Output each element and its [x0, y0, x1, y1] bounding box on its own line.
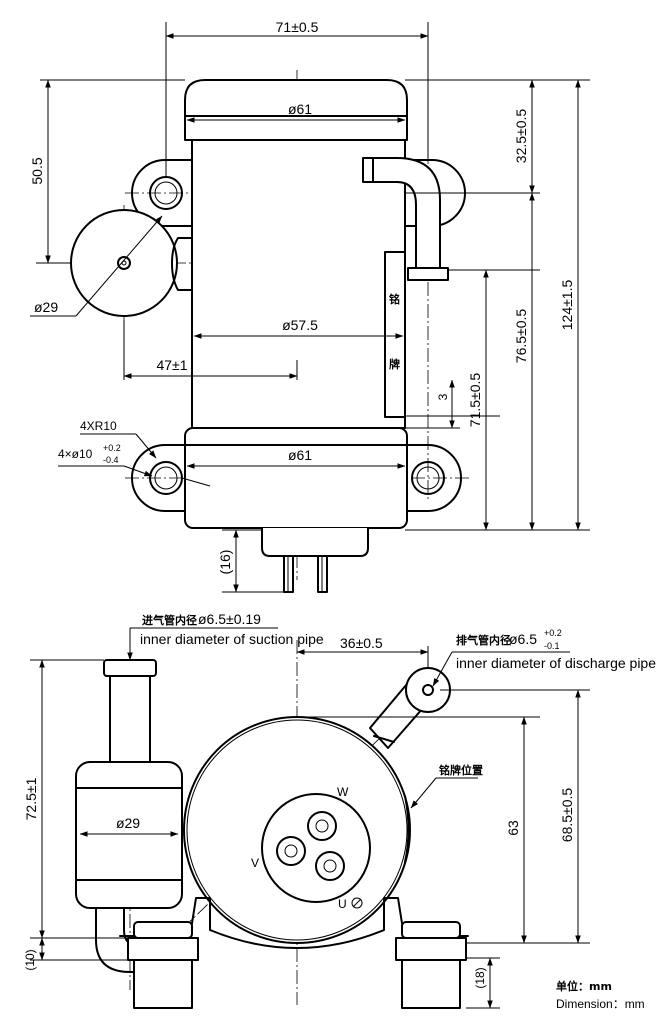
discharge-tol-lower: -0.1 — [544, 641, 560, 651]
body-shell — [191, 137, 406, 429]
dim-top-to-discharge: 32.5±0.5 — [513, 109, 529, 164]
nameplate-char-1: 铭 — [389, 292, 400, 306]
dim-height-68: 68.5±0.5 — [559, 788, 575, 843]
dim-discharge-to-bottom: 76.5±0.5 — [513, 309, 529, 364]
dim-left-top-offset: 50.5 — [29, 157, 45, 184]
dim-width-total: 71±0.5 — [276, 19, 319, 35]
top-cap — [184, 79, 408, 141]
mount-bracket — [119, 897, 469, 949]
terminal-v-label: V — [251, 856, 259, 870]
dim-small-gap: 3 — [436, 393, 450, 400]
right-lower-mount-hole — [411, 461, 445, 495]
right-grommet-body — [395, 937, 467, 961]
left-upper-mount-hole — [149, 176, 183, 210]
dim-height-total: 124±1.5 — [559, 280, 575, 331]
left-grommet-top — [133, 921, 193, 939]
terminal-u-label: U — [338, 897, 347, 911]
right-foot — [401, 959, 461, 1009]
accumulator-body — [75, 761, 183, 909]
suction-neck — [109, 675, 151, 767]
dim-height-63: 63 — [505, 820, 521, 836]
ground-screw — [351, 897, 363, 909]
unit-cn: 单位：mm — [556, 979, 612, 993]
dim-hole-tol-upper: +0.2 — [103, 443, 121, 453]
dim-hole-main: 4×ø10 — [58, 447, 93, 461]
discharge-label-en: inner diameter of discharge pipe — [456, 655, 656, 671]
unit-en: Dimension：mm — [556, 997, 645, 1011]
dim-offset-36: 36±0.5 — [340, 635, 383, 651]
suction-cap — [103, 659, 157, 677]
terminal-block — [261, 527, 369, 557]
nameplate-pos-cn: 铭牌位置 — [439, 763, 483, 777]
top-view: 铭 牌 71±0.5 ø61 — [29, 19, 590, 593]
base-ring — [184, 427, 408, 529]
terminal-v — [276, 836, 306, 866]
dim-bottom-18: (18) — [473, 967, 487, 988]
dim-bottom-10: (10) — [23, 949, 37, 970]
dim-side-accumulator-dia: ø29 — [116, 815, 140, 831]
nameplate — [384, 251, 406, 418]
dim-accumulator-dia-top: ø29 — [34, 299, 58, 315]
left-lower-mount-ear — [131, 444, 186, 512]
dim-plate-to-bottom: 71.5±0.5 — [467, 373, 483, 428]
discharge-label-cn: 排气管内径 — [456, 633, 511, 647]
terminal-cluster — [261, 793, 371, 903]
side-nameplate — [404, 795, 410, 863]
discharge-tol-upper: +0.2 — [544, 628, 562, 638]
terminal-w-label: W — [337, 785, 349, 799]
dim-fillet: 4XR10 — [80, 419, 117, 433]
dim-top-cap-dia: ø61 — [288, 101, 312, 117]
discharge-value: ø6.5 — [509, 631, 537, 647]
nameplate-char-2: 牌 — [389, 357, 400, 371]
dim-height-72: 72.5±1 — [23, 777, 39, 820]
terminal-w — [307, 811, 337, 841]
dim-hole-tol-lower: -0.4 — [103, 455, 119, 465]
left-foot — [133, 959, 193, 1009]
suction-port — [117, 256, 131, 270]
terminal-u — [315, 851, 345, 881]
accumulator-circle — [70, 209, 178, 317]
accumulator-bracket — [171, 237, 193, 291]
dim-terminal-len: (16) — [217, 550, 233, 575]
dim-center-offset: 47±1 — [156, 357, 187, 373]
discharge-nut — [407, 267, 449, 281]
right-grommet-top — [401, 921, 461, 939]
dim-base-dia: ø61 — [288, 447, 312, 463]
suction-value: ø6.5±0.19 — [198, 611, 261, 627]
dim-body-dia: ø57.5 — [282, 317, 318, 333]
suction-label-en: inner diameter of suction pipe — [140, 631, 324, 647]
right-lower-mount-ear — [406, 444, 462, 512]
suction-label-cn: 进气管内径 — [142, 613, 197, 627]
left-grommet-body — [127, 937, 199, 961]
side-view: ø29 W V U 铭牌位置 — [23, 611, 656, 1011]
